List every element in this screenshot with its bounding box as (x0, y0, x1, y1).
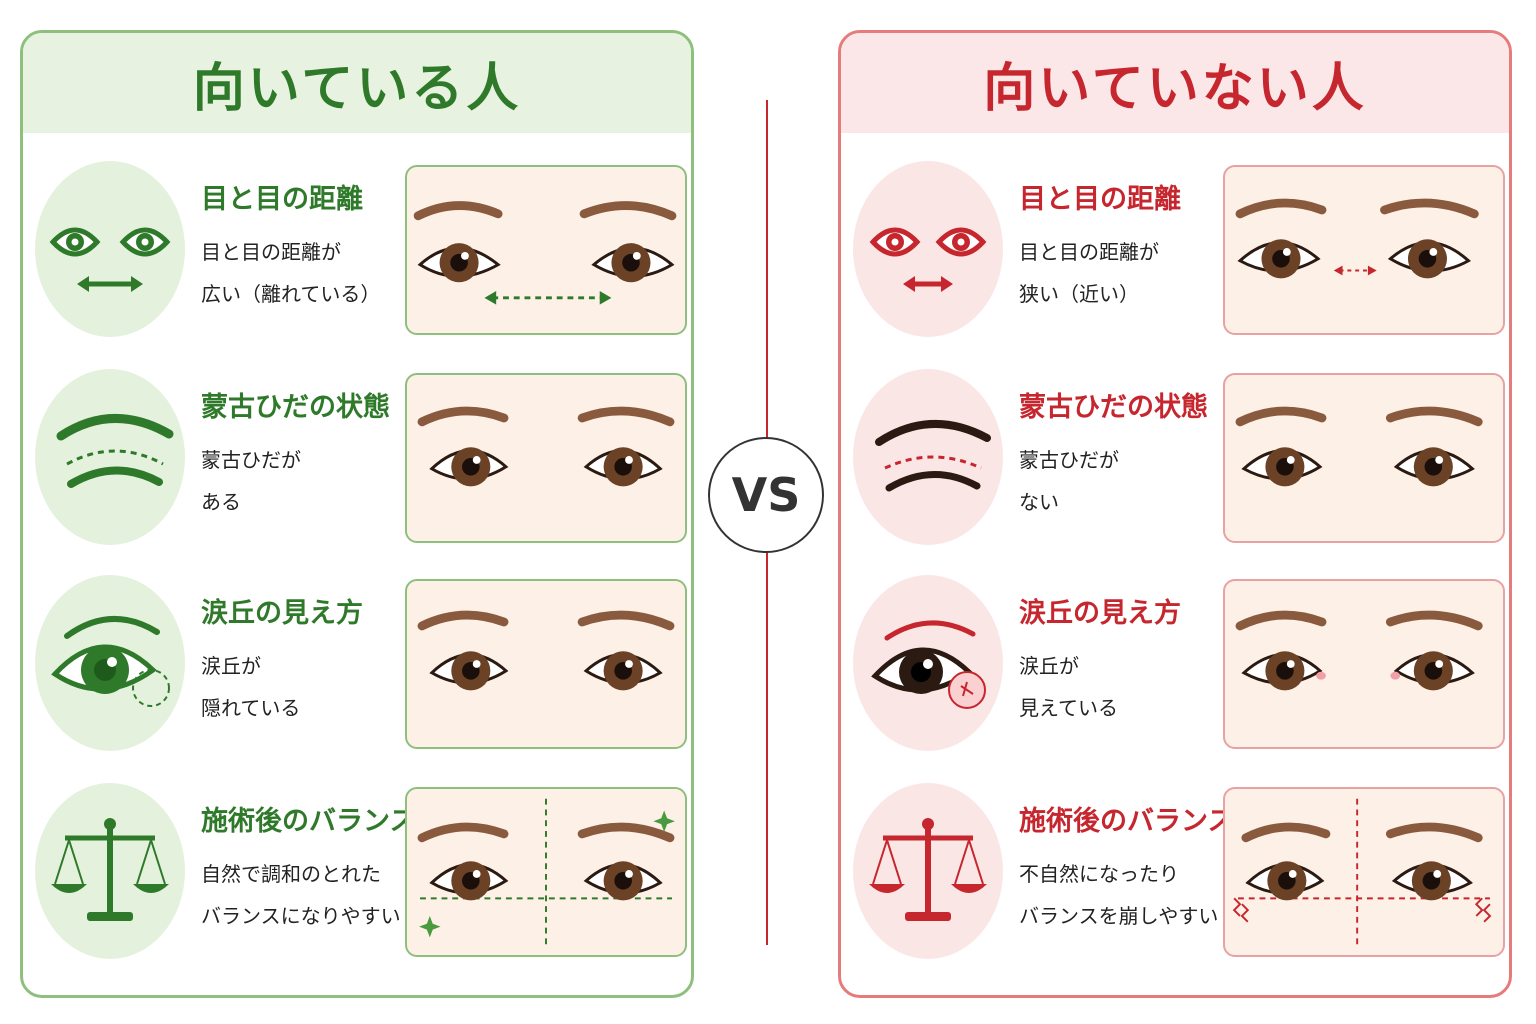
row-description: 不自然になったりバランスを崩しやすい (1019, 862, 1219, 928)
eyes-illustration-wide (405, 165, 687, 335)
row-title: 施術後のバランス (201, 806, 417, 837)
eyes-illustration-balanced (405, 787, 687, 957)
unsuitable-panel: 向いていない人 目と目の距離 目と目の距離が狭い（近い） (838, 30, 1512, 998)
eyes-illustration-no-fold (1223, 373, 1505, 543)
suitable-title: 向いている人 (23, 33, 691, 133)
row-title: 蒙古ひだの状態 (1019, 392, 1208, 423)
row-description: 目と目の距離が狭い（近い） (1019, 240, 1159, 306)
row-title: 目と目の距離 (1019, 184, 1181, 215)
unsuitable-row-balance: 施術後のバランス 不自然になったりバランスを崩しやすい (841, 783, 1509, 983)
eyes-illustration-lacrimal-hidden (405, 579, 687, 749)
unsuitable-row-mongolian-fold: 蒙古ひだの状態 蒙古ひだがない (841, 369, 1509, 569)
eye-closeup-icon (35, 575, 185, 751)
row-description: 目と目の距離が広い（離れている） (201, 240, 381, 306)
eye-closeup-icon (853, 575, 1003, 751)
vs-badge: VS (708, 437, 824, 553)
eyes-wide-apart-icon (35, 161, 185, 337)
eyes-illustration-lacrimal-visible (1223, 579, 1505, 749)
suitable-row-mongolian-fold: 蒙古ひだの状態 蒙古ひだがある (23, 369, 691, 569)
row-description: 自然で調和のとれたバランスになりやすい (201, 862, 401, 928)
eyes-illustration-fold (405, 373, 687, 543)
row-description: 涙丘が隠れている (201, 654, 301, 720)
eyes-illustration-unbalanced (1223, 787, 1505, 957)
unsuitable-row-lacrimal: 涙丘の見え方 涙丘が見えている (841, 575, 1509, 775)
balance-scale-icon (853, 783, 1003, 959)
row-title: 涙丘の見え方 (1019, 598, 1181, 629)
eyes-illustration-close (1223, 165, 1505, 335)
suitable-row-lacrimal: 涙丘の見え方 涙丘が隠れている (23, 575, 691, 775)
row-description: 蒙古ひだがない (1019, 448, 1119, 514)
suitable-panel: 向いている人 目と目の距離 目と目の距離が広い（離れている） (20, 30, 694, 998)
row-description: 蒙古ひだがある (201, 448, 301, 514)
suitable-row-eye-distance: 目と目の距離 目と目の距離が広い（離れている） (23, 161, 691, 361)
suitable-row-balance: 施術後のバランス 自然で調和のとれたバランスになりやすい (23, 783, 691, 983)
row-title: 目と目の距離 (201, 184, 363, 215)
row-title: 蒙古ひだの状態 (201, 392, 390, 423)
unsuitable-title: 向いていない人 (841, 33, 1509, 133)
no-mongolian-fold-icon (853, 369, 1003, 545)
row-title: 涙丘の見え方 (201, 598, 363, 629)
mongolian-fold-icon (35, 369, 185, 545)
balance-scale-icon (35, 783, 185, 959)
row-description: 涙丘が見えている (1019, 654, 1118, 720)
row-title: 施術後のバランス (1019, 806, 1235, 837)
unsuitable-row-eye-distance: 目と目の距離 目と目の距離が狭い（近い） (841, 161, 1509, 361)
eyes-close-together-icon (853, 161, 1003, 337)
